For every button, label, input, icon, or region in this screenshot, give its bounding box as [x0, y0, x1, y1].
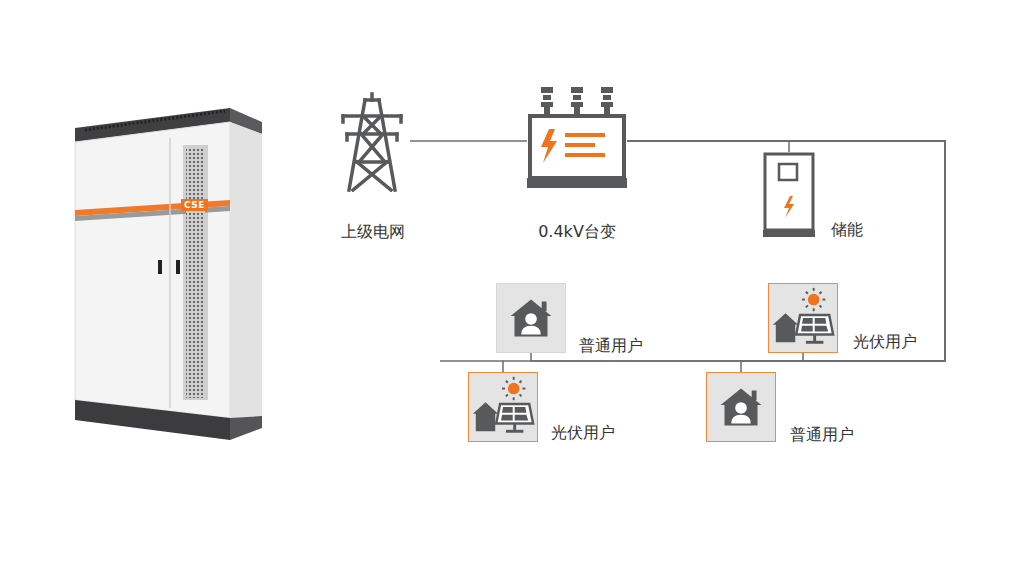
- node-label: 普通用户: [790, 425, 854, 445]
- pv-user: 光伏用户: [768, 283, 838, 353]
- node-label: 储能: [831, 220, 863, 240]
- home-user-icon: [497, 284, 565, 352]
- node-label: 普通用户: [579, 336, 643, 356]
- transformer: 0.4kV台变: [527, 85, 627, 190]
- power-line: [531, 141, 945, 361]
- ordinary-user: 普通用户: [706, 372, 776, 442]
- node-label: 上级电网: [341, 222, 405, 242]
- ordinary-user: 普通用户: [496, 283, 566, 353]
- brand-logo: CSE: [181, 199, 208, 211]
- home-user-icon: [707, 373, 775, 441]
- transformer-icon: [527, 85, 627, 190]
- power-line: [627, 141, 945, 361]
- storage-icon: [763, 152, 815, 238]
- power-line: [503, 141, 945, 372]
- grid-tower: 上级电网: [335, 92, 410, 192]
- tower-icon: [335, 92, 410, 192]
- energy-storage: 储能: [763, 152, 815, 238]
- solar-user-icon: [769, 284, 837, 352]
- power-line: [627, 141, 789, 152]
- power-line: [410, 140, 527, 142]
- logo-text: CSE: [184, 200, 205, 210]
- solar-user-icon: [469, 373, 537, 441]
- node-label: 0.4kV台变: [538, 222, 616, 242]
- pv-user: 光伏用户: [468, 372, 538, 442]
- power-line: [627, 141, 945, 372]
- bus-wire: [440, 360, 503, 362]
- node-label: 光伏用户: [551, 423, 615, 443]
- node-label: 光伏用户: [853, 332, 917, 352]
